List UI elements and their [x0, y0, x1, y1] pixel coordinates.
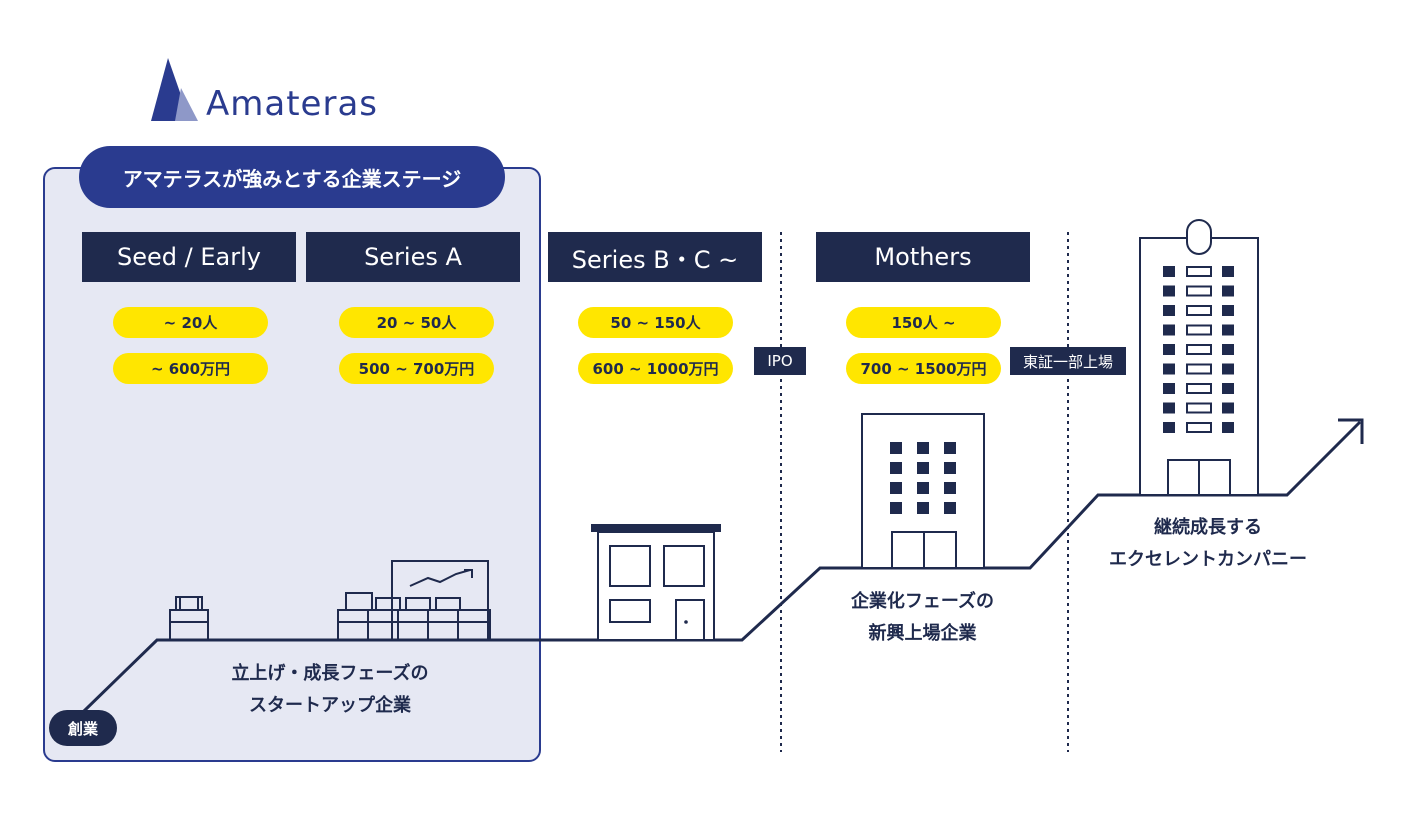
startup-caption-line2: スタートアップ企業 — [249, 695, 411, 716]
seed-desk-icon — [169, 596, 209, 641]
tower-window-left — [1163, 402, 1175, 414]
listed-caption-line1: 企業化フェーズの — [850, 591, 995, 612]
tower-window-center — [1186, 344, 1212, 355]
tower-window-center — [1186, 422, 1212, 433]
mid-building-icon — [861, 413, 985, 569]
amateras-logo-mark — [151, 58, 198, 121]
people-pill-series-a: 20 ~ 50人 — [339, 307, 494, 338]
tower-window-center — [1186, 383, 1212, 394]
tower-window-right — [1222, 305, 1234, 316]
tower-window-right — [1222, 266, 1234, 277]
listed-caption-line2: 新興上場企業 — [868, 623, 977, 644]
tower-window-left — [1163, 344, 1175, 355]
tower-window-right — [1222, 344, 1234, 355]
ipo-tag: IPO — [754, 347, 806, 375]
logo-text: Amateras — [206, 84, 378, 124]
stage-label-series-a: Series A — [306, 232, 520, 282]
tower-window-right — [1222, 383, 1234, 394]
salary-pill-series-a: 500 ~ 700万円 — [339, 353, 494, 384]
tower-window-center — [1186, 324, 1212, 336]
tower-window-left — [1163, 305, 1175, 316]
people-pill-series-bc: 50 ~ 150人 — [578, 307, 733, 338]
arrow-head — [1338, 418, 1364, 444]
first-section-tag: 東証一部上場 — [1010, 347, 1126, 375]
salary-pill-mothers: 700 ~ 1500万円 — [846, 353, 1001, 384]
tower-window-right — [1222, 285, 1234, 297]
excellent-caption-line1: 継続成長する — [1154, 517, 1262, 538]
tower-window-center — [1186, 266, 1212, 277]
tower-window-center — [1186, 363, 1212, 375]
tower-window-left — [1163, 285, 1175, 297]
founding-badge: 創業 — [49, 710, 117, 746]
tower-window-center — [1186, 305, 1212, 316]
tall-tower-icon — [1139, 219, 1259, 496]
tower-window-right — [1222, 402, 1234, 414]
tower-window-left — [1163, 363, 1175, 375]
focus-title: アマテラスが強みとする企業ステージ — [79, 146, 505, 208]
tower-window-right — [1222, 363, 1234, 375]
tower-window-right — [1222, 422, 1234, 433]
startup-caption: 立上げ・成長フェーズの スタートアップ企業 — [180, 658, 480, 722]
tower-window-left — [1163, 383, 1175, 394]
salary-pill-seed: ~ 600万円 — [113, 353, 268, 384]
salary-pill-series-bc: 600 ~ 1000万円 — [578, 353, 733, 384]
stage-label-series-bc: Series B・C ~ — [548, 232, 762, 282]
stage-label-seed: Seed / Early — [82, 232, 296, 282]
startup-caption-line1: 立上げ・成長フェーズの — [231, 663, 429, 684]
people-pill-mothers: 150人 ~ — [846, 307, 1001, 338]
tower-window-right — [1222, 324, 1234, 336]
excellent-caption-line2: エクセレントカンパニー — [1109, 549, 1307, 570]
series-a-office-icon — [337, 560, 491, 641]
tower-window-center — [1186, 285, 1212, 297]
small-building-icon — [591, 524, 721, 641]
people-pill-seed: ~ 20人 — [113, 307, 268, 338]
tower-window-center — [1186, 402, 1212, 414]
tower-window-left — [1163, 266, 1175, 277]
tower-window-left — [1163, 422, 1175, 433]
listed-caption: 企業化フェーズの 新興上場企業 — [800, 586, 1045, 650]
tower-window-left — [1163, 324, 1175, 336]
stage-label-mothers: Mothers — [816, 232, 1030, 282]
excellent-caption: 継続成長する エクセレントカンパニー — [1078, 512, 1338, 576]
